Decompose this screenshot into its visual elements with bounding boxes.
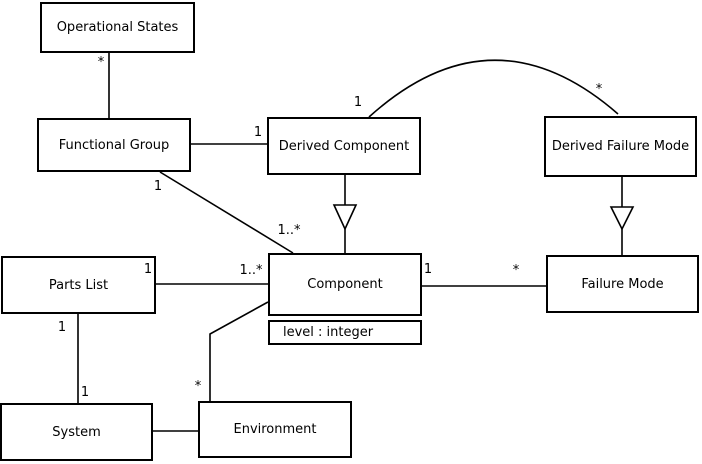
multiplicity-label: 1 bbox=[423, 262, 433, 277]
class-derived-failure-mode[interactable]: Derived Failure Mode bbox=[544, 116, 697, 177]
multiplicity-label: 1 bbox=[153, 179, 163, 194]
multiplicity-label: 1 bbox=[57, 320, 67, 335]
class-name: Derived Failure Mode bbox=[551, 139, 690, 154]
class-derived-component[interactable]: Derived Component bbox=[267, 117, 421, 175]
class-operational-states[interactable]: Operational States bbox=[40, 2, 195, 53]
class-name: Component bbox=[307, 277, 383, 292]
class-component-attribute-compartment: level : integer bbox=[268, 320, 422, 345]
class-name: Functional Group bbox=[58, 137, 170, 153]
multiplicity-label: * bbox=[595, 82, 603, 97]
generalization-triangle-icon bbox=[609, 206, 635, 231]
multiplicity-label: 1 bbox=[353, 95, 363, 110]
class-name: Operational States bbox=[56, 20, 179, 35]
class-attribute: level : integer bbox=[283, 325, 374, 340]
class-name: Environment bbox=[233, 422, 317, 437]
multiplicity-label: 1 bbox=[143, 262, 153, 277]
edge-functional-group-component bbox=[159, 171, 294, 254]
class-name: System bbox=[52, 424, 101, 440]
multiplicity-label: * bbox=[194, 379, 202, 394]
multiplicity-label: 1 bbox=[253, 125, 263, 140]
class-functional-group[interactable]: Functional Group bbox=[37, 118, 191, 172]
multiplicity-label: 1..* bbox=[239, 263, 263, 278]
class-parts-list[interactable]: Parts List bbox=[1, 256, 156, 314]
edge-environment-component bbox=[209, 301, 269, 401]
edge-arc-derived-component-derived-failure-mode bbox=[368, 59, 619, 118]
class-name: Derived Component bbox=[278, 138, 410, 154]
class-system[interactable]: System bbox=[0, 403, 153, 461]
class-failure-mode[interactable]: Failure Mode bbox=[546, 255, 699, 313]
class-name: Failure Mode bbox=[581, 276, 664, 292]
generalization-triangle-icon bbox=[332, 204, 358, 231]
class-component-title-compartment: Component bbox=[268, 253, 422, 316]
multiplicity-label: * bbox=[97, 55, 105, 70]
class-environment[interactable]: Environment bbox=[198, 401, 352, 458]
multiplicity-label: 1 bbox=[80, 385, 90, 400]
class-component[interactable]: Component level : integer bbox=[268, 253, 422, 345]
class-name: Parts List bbox=[48, 277, 109, 293]
multiplicity-label: 1..* bbox=[277, 223, 301, 238]
multiplicity-label: * bbox=[512, 263, 520, 278]
